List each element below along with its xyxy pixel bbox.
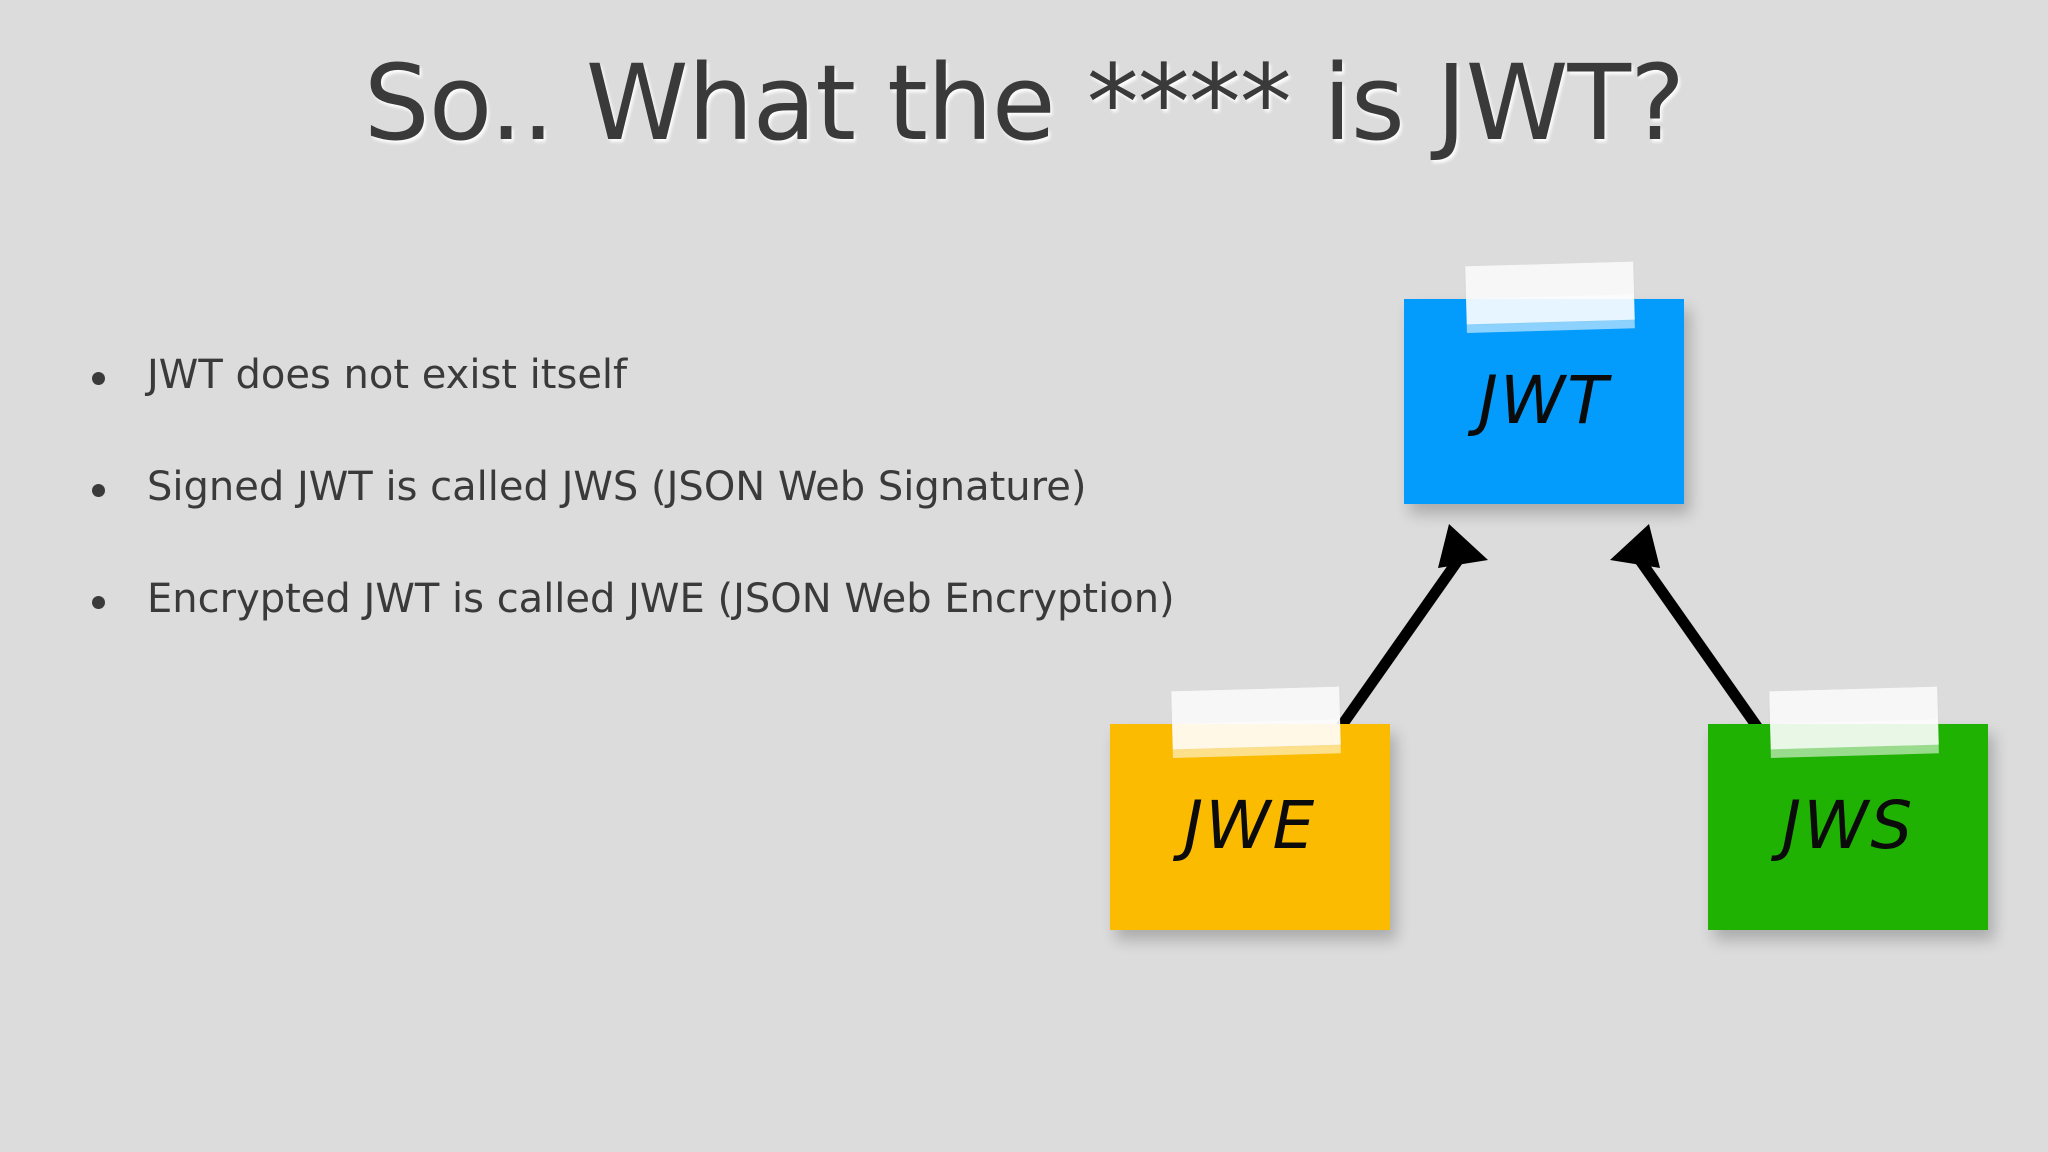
tape-strip-tint-icon [1171,719,1341,758]
sticky-note-jwt[interactable]: JWT [1404,261,1684,504]
list-item: Encrypted JWT is called JWE (JSON Web En… [92,574,1272,624]
page-title: So.. What the **** is JWT? [363,42,1685,164]
sticky-note-label: JWT [1478,361,1610,439]
sticky-note-jws[interactable]: JWS [1708,686,1988,930]
sticky-note-label: JWE [1183,786,1317,864]
arrow-jws-to-jwt [1610,524,1764,734]
sticky-note-jwe[interactable]: JWE [1110,686,1390,930]
bullet-list: JWT does not exist itself Signed JWT is … [92,350,1272,686]
sticky-note-label: JWS [1781,786,1915,864]
bullet-dot-icon [92,596,105,609]
tape-strip-tint-icon [1465,294,1635,333]
list-item-label: Encrypted JWT is called JWE (JSON Web En… [147,576,1175,622]
bullet-dot-icon [92,484,105,497]
arrow-jwe-to-jwt [1334,524,1488,734]
tape-strip-tint-icon [1769,719,1939,758]
list-item: Signed JWT is called JWS (JSON Web Signa… [92,462,1272,512]
list-item-label: Signed JWT is called JWS (JSON Web Signa… [147,464,1087,510]
list-item-label: JWT does not exist itself [147,352,628,398]
bullet-dot-icon [92,372,105,385]
list-item: JWT does not exist itself [92,350,1272,400]
